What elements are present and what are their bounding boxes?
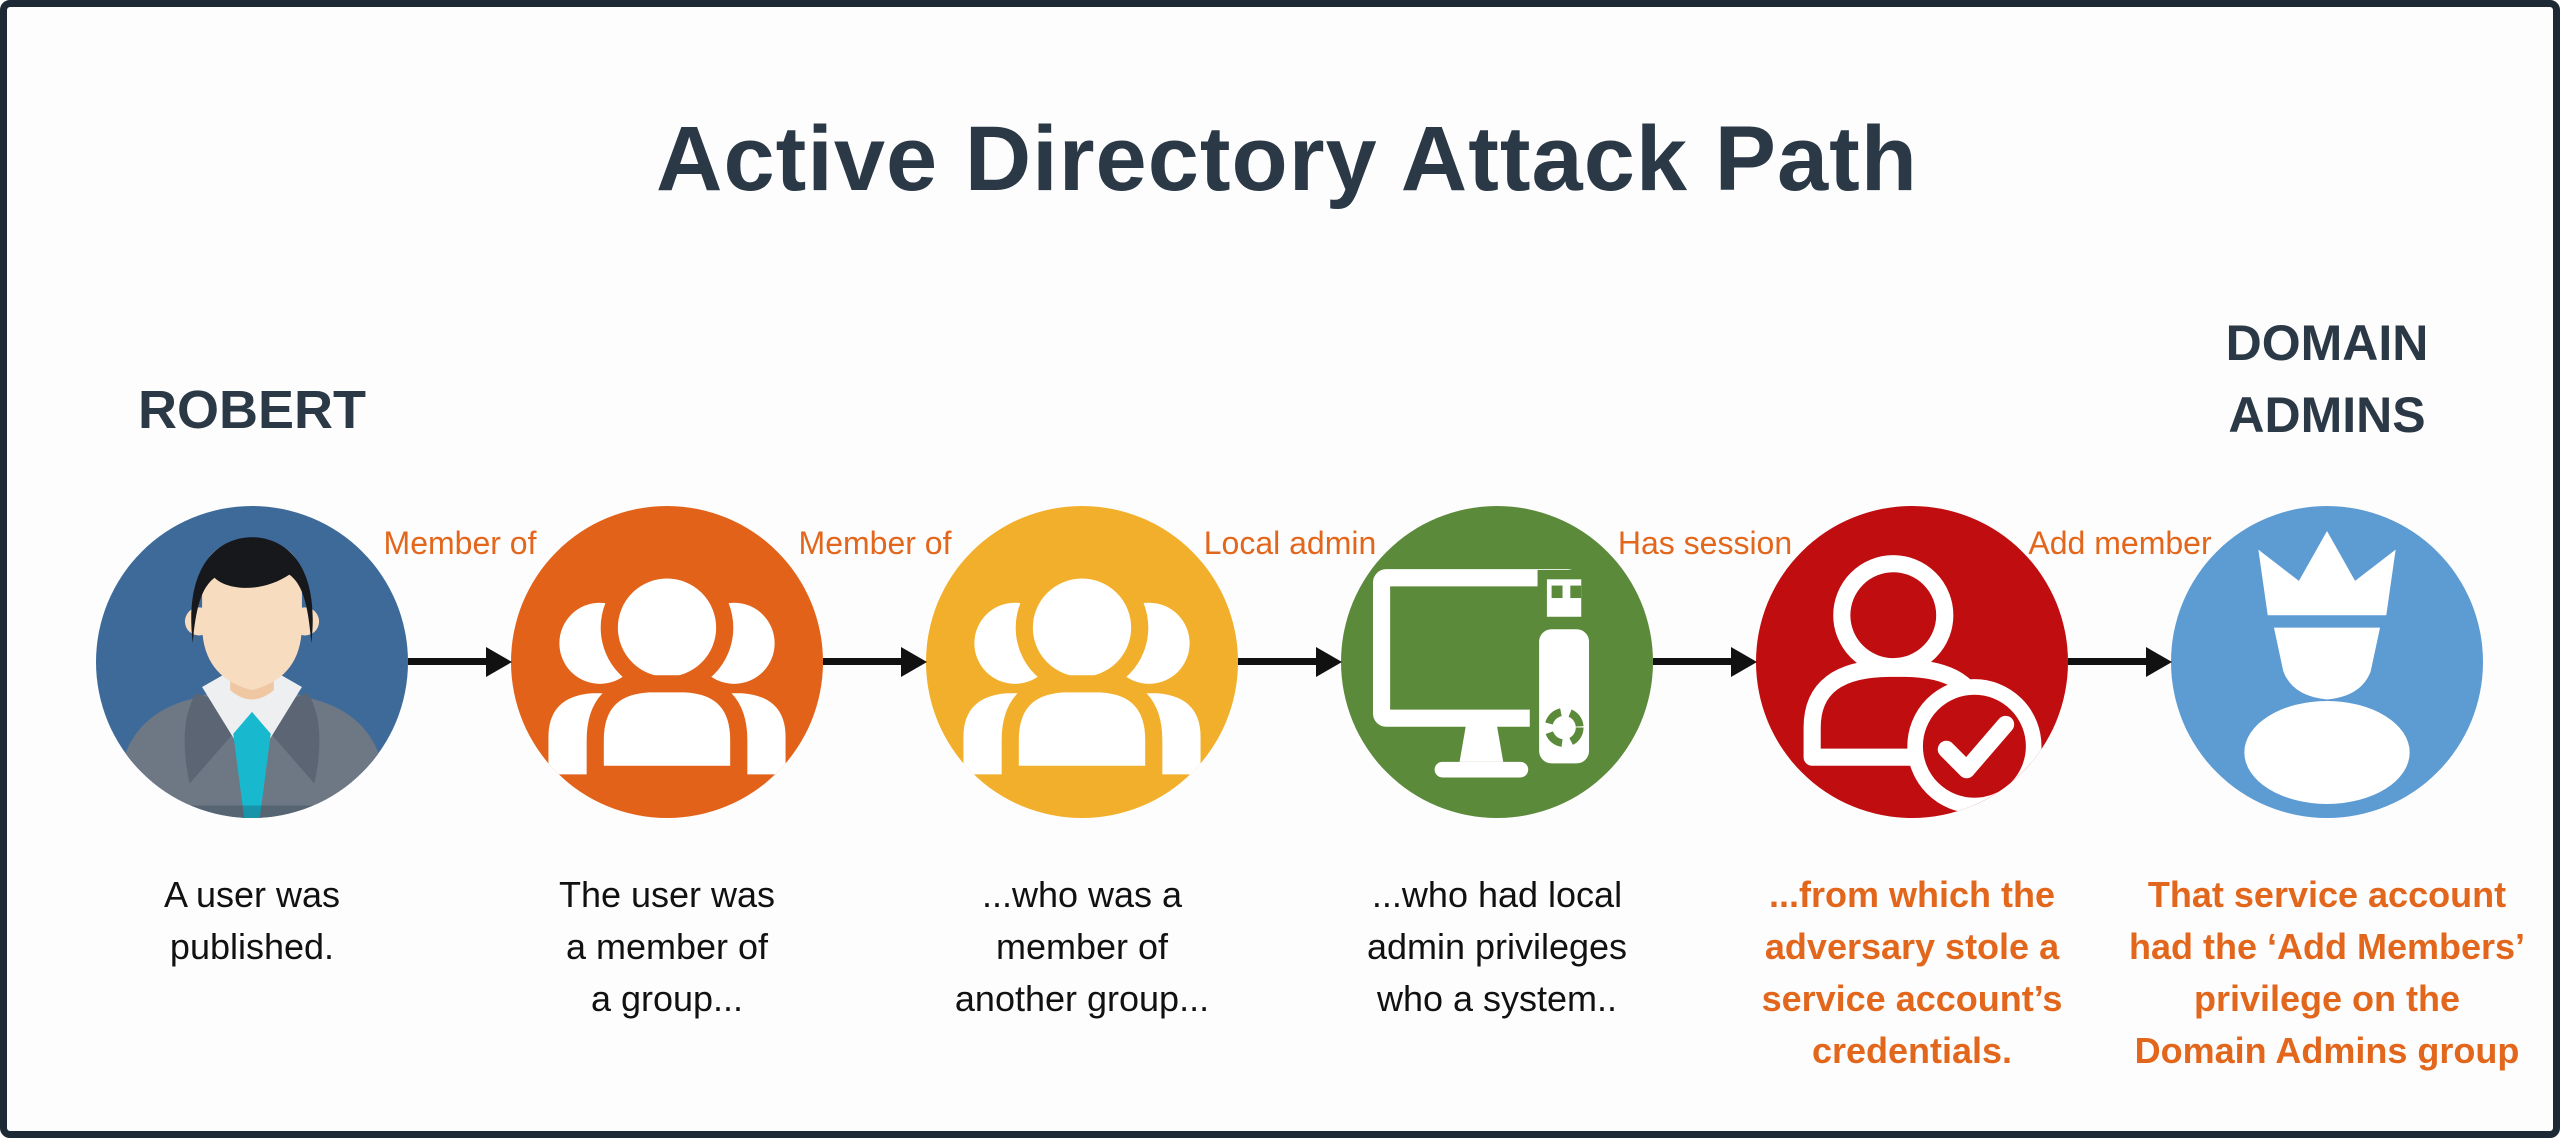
edge-label: Member of bbox=[383, 525, 537, 561]
arrow-head-icon bbox=[1316, 647, 1342, 677]
caption-line: A user was bbox=[163, 874, 341, 915]
arrow-head-icon bbox=[901, 647, 927, 677]
computer-usb-icon bbox=[1372, 569, 1599, 778]
edge-label: Member of bbox=[798, 525, 952, 561]
group-1-circle bbox=[511, 506, 823, 818]
arrow-shaft bbox=[1653, 658, 1734, 665]
page-title: Active Directory Attack Path bbox=[656, 108, 1918, 210]
caption-line: ...from which the bbox=[1768, 874, 2055, 915]
edge-label: Has session bbox=[1617, 525, 1793, 561]
node-caption: A user was published. bbox=[12, 869, 492, 973]
caption-line: privilege on the bbox=[2193, 978, 2461, 1019]
arrow-shaft bbox=[823, 658, 904, 665]
user-robert-circle bbox=[96, 506, 408, 818]
caption-line: published. bbox=[169, 926, 335, 967]
actor-label-line: ADMINS bbox=[2228, 387, 2426, 443]
caption-line: another group... bbox=[954, 978, 1210, 1019]
arrow-shaft bbox=[408, 658, 489, 665]
node-caption: ...who had local admin privileges who a … bbox=[1257, 869, 1737, 1025]
arrow-head-icon bbox=[2146, 647, 2172, 677]
caption-line: admin privileges bbox=[1366, 926, 1628, 967]
caption-line: ...who had local bbox=[1371, 874, 1623, 915]
arrow-head-icon bbox=[1731, 647, 1757, 677]
caption-line: member of bbox=[995, 926, 1169, 967]
arrow-shaft bbox=[1238, 658, 1319, 665]
actor-label-robert: ROBERT bbox=[138, 380, 366, 440]
caption-line: That service account bbox=[2147, 874, 2507, 915]
user-group-icon bbox=[548, 561, 786, 783]
caption-line: a group... bbox=[590, 978, 744, 1019]
caption-line: credentials. bbox=[1811, 1030, 2013, 1071]
service-account-circle bbox=[1756, 506, 2068, 818]
caption-line: a member of bbox=[565, 926, 769, 967]
actor-label-line: DOMAIN bbox=[2225, 315, 2429, 371]
caption-line: ...who was a bbox=[981, 874, 1183, 915]
caption-line: The user was bbox=[558, 874, 776, 915]
caption-line: had the ‘Add Members’ bbox=[2128, 926, 2526, 967]
user-check-icon bbox=[1803, 555, 2042, 814]
node-caption: ...from which the adversary stole a serv… bbox=[1672, 869, 2152, 1077]
node-caption: The user was a member of a group... bbox=[427, 869, 907, 1025]
edge-label: Add member bbox=[2028, 525, 2212, 561]
node-caption: ...who was a member of another group... bbox=[842, 869, 1322, 1025]
arrow-head-icon bbox=[486, 647, 512, 677]
caption-line: service account’s bbox=[1761, 978, 2063, 1019]
caption-line: adversary stole a bbox=[1764, 926, 2060, 967]
domain-admins-circle bbox=[2171, 506, 2483, 818]
caption-line: who a system.. bbox=[1376, 978, 1618, 1019]
group-2-circle bbox=[926, 506, 1238, 818]
node-caption: That service account had the ‘Add Member… bbox=[2087, 869, 2560, 1077]
user-group-icon bbox=[963, 561, 1201, 783]
actor-label-domain-admins: DOMAIN ADMINS bbox=[2087, 307, 2560, 451]
businessman-icon bbox=[96, 537, 408, 818]
caption-line: Domain Admins group bbox=[2134, 1030, 2520, 1071]
arrow-shaft bbox=[2068, 658, 2149, 665]
computer-circle bbox=[1341, 506, 1653, 818]
edge-label: Local admin bbox=[1203, 525, 1377, 561]
admin-crown-icon bbox=[2244, 530, 2410, 804]
